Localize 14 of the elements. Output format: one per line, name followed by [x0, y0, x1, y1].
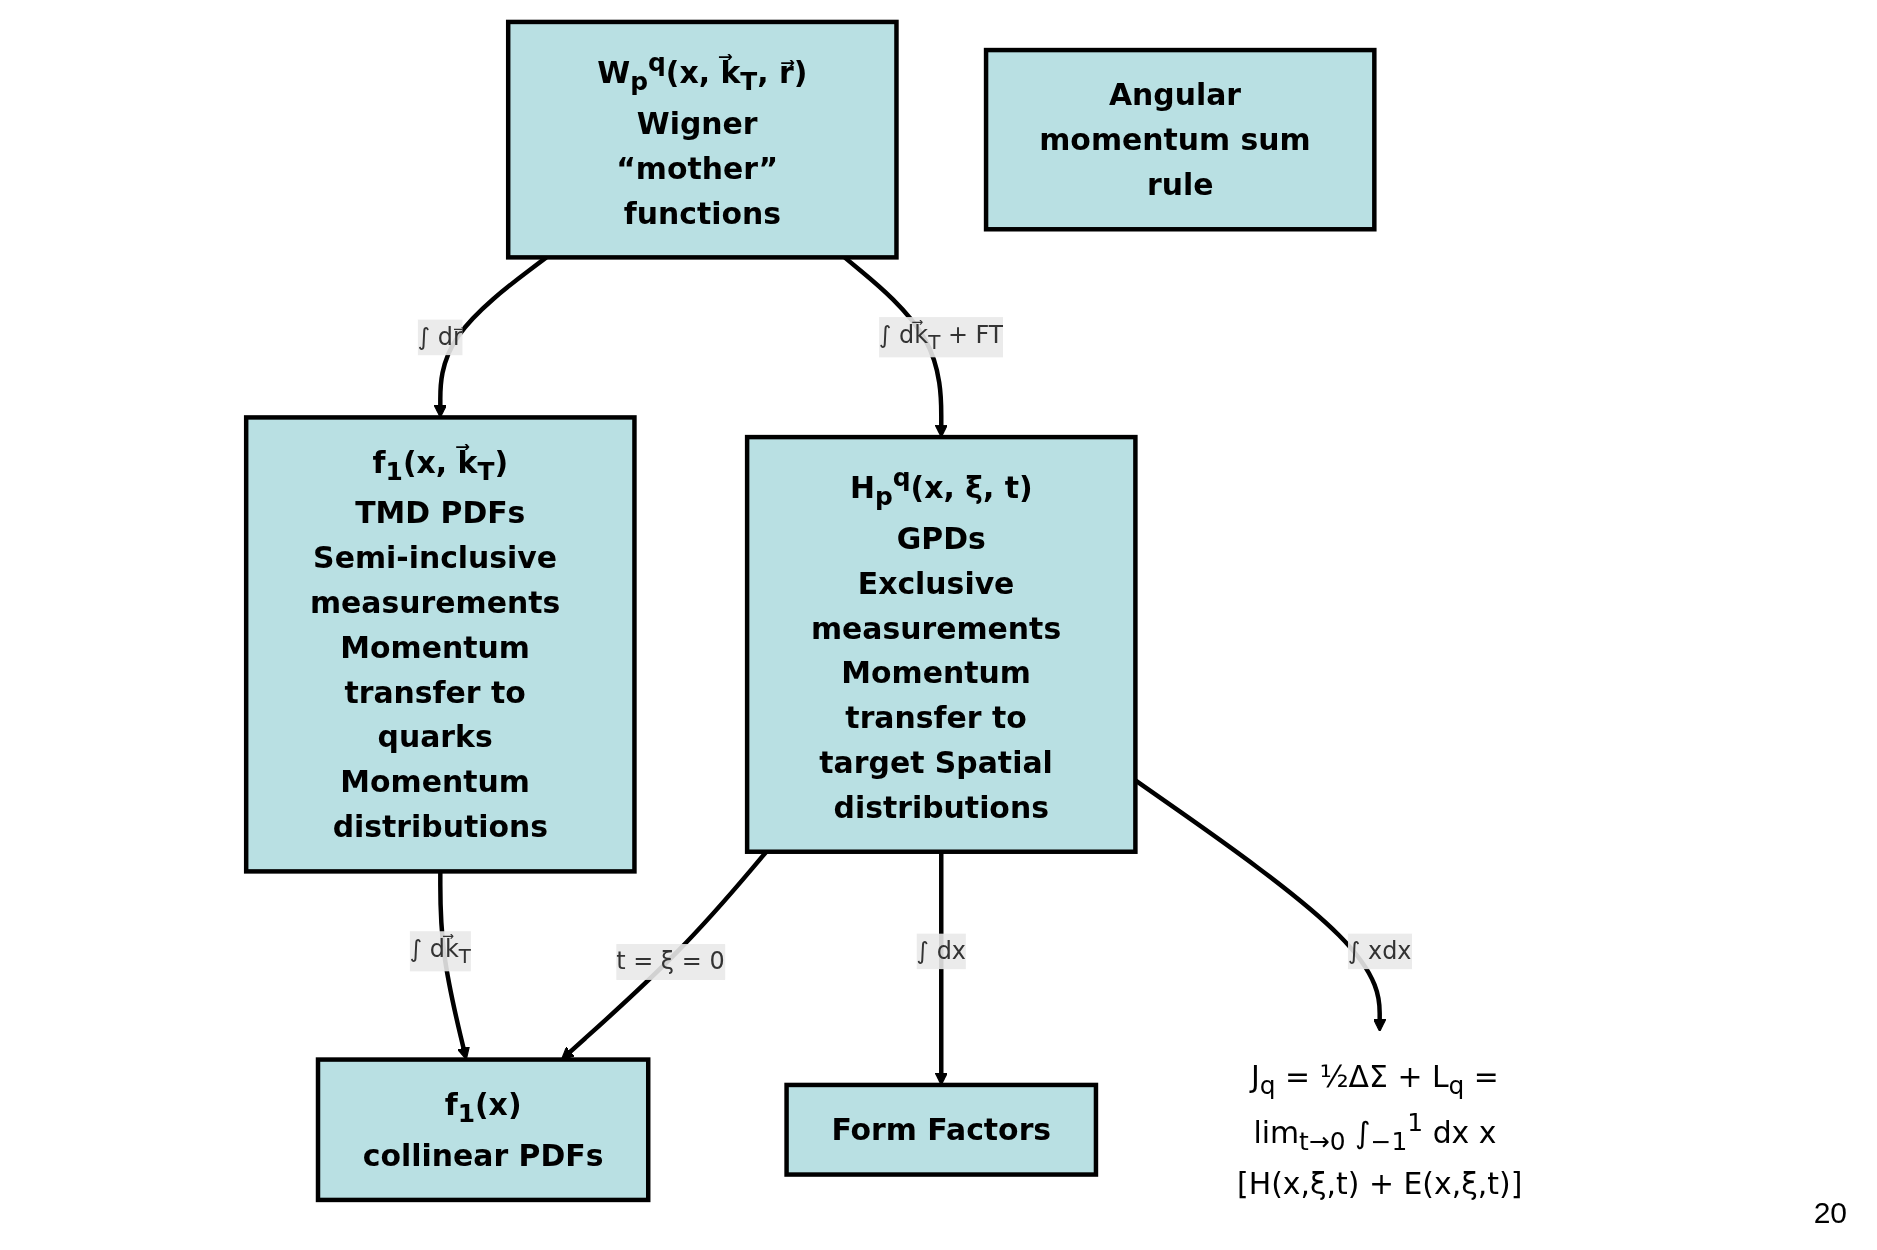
- node-box: H$_{p}$$^{q}$(x, ξ, t) GPDs Exclusive measurements Momentum transfer to target Spatial distributions: [744, 434, 1138, 854]
- edge-label: ∫ dk⃗$_{T}$ + FT: [879, 320, 1004, 354]
- edge-label: ∫ dk⃗$_{T}$: [409, 934, 471, 968]
- node-text: J$_{q}$ = ½ΔΣ + L$_{q}$ = lim$_{t→0}$ ∫$_{−1}$$^{1}$ dx x [H(x,ξ,t) + E(x,ξ,t)]: [1237, 1058, 1523, 1202]
- node-box: W$_{p}$$^{q}$(x, k⃗$_{T}$, r⃗) Wigner “mother” functions: [505, 19, 899, 260]
- node-box: Form Factors: [784, 1082, 1099, 1177]
- page-number: 20: [1813, 1196, 1847, 1230]
- node-box: f$_{1}$(x, k⃗$_{T}$) TMD PDFs Semi-inclusive measurements Momentum transfer to quarks Momentum distributions: [243, 415, 637, 874]
- edge-label: t = ξ = 0: [616, 947, 725, 976]
- edge-label: ∫ dx: [916, 936, 966, 965]
- edge-label: ∫ xdx: [1347, 936, 1412, 965]
- node-box: f$_{1}$(x) collinear PDFs: [315, 1057, 651, 1203]
- edge-label: ∫ dr⃗: [417, 322, 463, 351]
- node-box: Angular momentum sum rule: [983, 47, 1377, 232]
